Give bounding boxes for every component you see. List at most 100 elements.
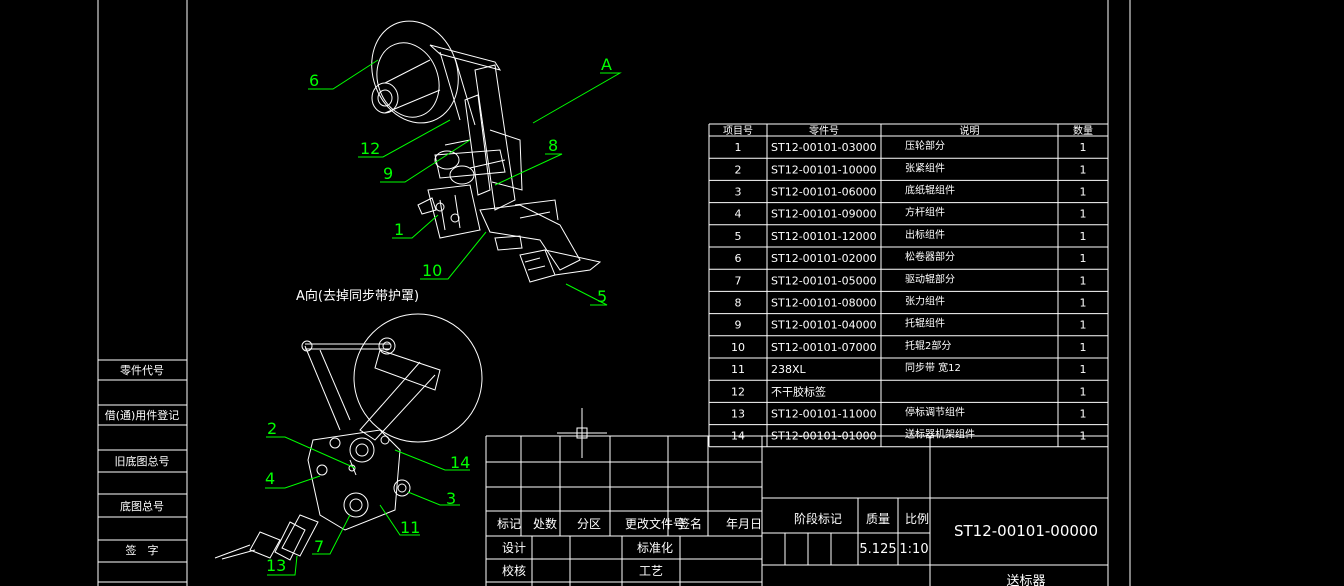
callout-13: 13 (266, 556, 286, 575)
bom-cell-qty: 1 (1080, 252, 1087, 265)
bom-cell-description: 停标调节组件 (905, 406, 965, 419)
bom-cell-part-no: ST12-00101-05000 (771, 274, 877, 287)
mass-label: 质量 (866, 512, 890, 526)
callout-5: 5 (597, 287, 607, 306)
callout-3: 3 (446, 489, 456, 508)
bom-header-cell: 说明 (960, 124, 980, 137)
mass-value: 5.125 (859, 542, 896, 557)
bom-cell-item-no: 3 (735, 186, 742, 199)
bom-cell-item-no: 11 (731, 363, 745, 376)
bom-header-cell: 项目号 (723, 125, 753, 137)
bom-cell-description: 出标组件 (905, 228, 945, 241)
role-design: 设计 (502, 541, 526, 555)
isometric-view: A向(去掉同步带护罩) (296, 20, 602, 304)
bom-cell-part-no: ST12-00101-11000 (771, 408, 877, 421)
rev-header-date: 年月日 (726, 517, 762, 531)
bom-cell-qty: 1 (1080, 141, 1087, 154)
bom-cell-qty: 1 (1080, 208, 1087, 221)
bom-cell-qty: 1 (1080, 363, 1087, 376)
drawing-number: ST12-00101-00000 (954, 522, 1098, 540)
front-view (214, 313, 483, 561)
callout-10: 10 (422, 261, 442, 280)
bom-header-cell: 数量 (1073, 124, 1093, 137)
bom-cell-part-no: ST12-00101-02000 (771, 252, 877, 265)
bom-cell-qty: 1 (1080, 186, 1087, 199)
callout-6: 6 (309, 71, 319, 90)
callout-8: 8 (548, 136, 558, 155)
bom-cell-item-no: 2 (735, 163, 742, 176)
left-label-drawing-no: 底图总号 (120, 499, 164, 513)
bom-cell-qty: 1 (1080, 319, 1087, 332)
rev-header-mark: 标记 (497, 517, 521, 531)
bom-cell-description: 同步带 宽12 (905, 361, 961, 374)
callout-14: 14 (450, 453, 470, 472)
callout-11: 11 (400, 518, 420, 537)
callout-4: 4 (265, 469, 275, 488)
left-label-signature: 签 字 (126, 543, 159, 557)
bom-cell-qty: 1 (1080, 274, 1087, 287)
bom-cell-item-no: 1 (735, 141, 742, 154)
left-frame-column: 零件代号 借(通)用件登记 旧底图总号 底图总号 签 字 (98, 359, 187, 583)
bom-cell-item-no: 13 (731, 408, 745, 421)
bom-cell-qty: 1 (1080, 385, 1087, 398)
bom-cell-part-no: 238XL (771, 363, 807, 376)
bom-cell-part-no: 不干胶标签 (771, 384, 826, 398)
role-check: 校核 (502, 563, 526, 578)
bom-cell-description: 张力组件 (905, 295, 945, 308)
rev-header-change-doc: 更改文件号 (625, 516, 685, 531)
stage-label: 阶段标记 (794, 511, 842, 526)
callout-lines (265, 59, 622, 576)
bom-cell-description: 驱动辊部分 (905, 272, 955, 285)
role-standardization: 标准化 (637, 541, 673, 555)
bom-cell-part-no: ST12-00101-07000 (771, 341, 877, 354)
bom-cell-part-no: ST12-00101-10000 (771, 163, 877, 176)
left-label-old-drawing-no: 旧底图总号 (115, 454, 170, 468)
bom-cell-item-no: 8 (735, 297, 742, 310)
crosshair-cursor-icon (557, 408, 607, 458)
callout-1: 1 (394, 220, 404, 239)
bom-cell-description: 压轮部分 (905, 139, 945, 152)
rev-header-sign: 签名 (678, 516, 702, 531)
bom-cell-description: 托辊2部分 (905, 339, 951, 352)
bom-cell-description: 送标器机架组件 (905, 428, 975, 441)
left-label-borrow-register: 借(通)用件登记 (105, 408, 180, 422)
bom-cell-part-no: ST12-00101-04000 (771, 319, 877, 332)
bom-cell-description: 松卷器部分 (905, 250, 955, 263)
bom-cell-part-no: ST12-00101-12000 (771, 230, 877, 243)
rev-header-count: 处数 (533, 516, 557, 531)
role-process: 工艺 (639, 564, 663, 578)
bom-header-cell: 零件号 (809, 125, 839, 137)
bom-cell-item-no: 4 (735, 208, 742, 221)
bom-cell-qty: 1 (1080, 163, 1087, 176)
rev-header-zone: 分区 (577, 517, 601, 531)
bom-cell-description: 方杆组件 (905, 206, 945, 219)
callout-labels: 6 12 9 8 1 10 5 A 2 4 14 3 11 7 13 (265, 55, 612, 575)
bom-cell-item-no: 10 (731, 341, 745, 354)
bom-cell-qty: 1 (1080, 341, 1087, 354)
bom-cell-description: 底纸辊组件 (905, 184, 955, 197)
bom-cell-item-no: 5 (735, 230, 742, 243)
bom-cell-item-no: 6 (735, 252, 742, 265)
bom-cell-item-no: 7 (735, 274, 742, 287)
left-label-part-code: 零件代号 (120, 364, 164, 377)
callout-9: 9 (383, 164, 393, 183)
callout-7: 7 (314, 537, 324, 556)
drawing-name: 送标器 (1006, 574, 1045, 586)
bom-cell-part-no: ST12-00101-03000 (771, 141, 877, 154)
callout-A: A (601, 55, 612, 74)
bom-cell-part-no: ST12-00101-06000 (771, 186, 877, 199)
bom-cell-part-no: ST12-00101-08000 (771, 297, 877, 310)
title-block: 标记 处数 分区 更改文件号 签名 年月日 设计 标准化 校核 工艺 阶段标记 … (485, 435, 1108, 586)
view-caption: A向(去掉同步带护罩) (296, 288, 419, 304)
bom-cell-item-no: 12 (731, 385, 745, 398)
scale-label: 比例 (905, 512, 929, 526)
bom-cell-qty: 1 (1080, 297, 1087, 310)
bom-cell-description: 托辊组件 (905, 317, 945, 330)
callout-12: 12 (360, 139, 380, 158)
bom-cell-description: 张紧组件 (905, 161, 945, 174)
scale-value: 1:10 (899, 542, 928, 557)
bom-cell-qty: 1 (1080, 230, 1087, 243)
bom-cell-part-no: ST12-00101-09000 (771, 208, 877, 221)
